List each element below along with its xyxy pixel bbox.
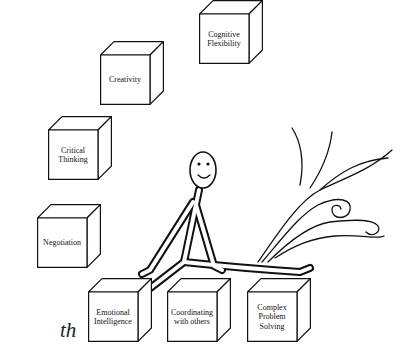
cube-front-face <box>248 292 297 341</box>
figure-eye <box>206 162 209 165</box>
cube-side-face <box>249 1 262 64</box>
skill-name: Complex Problem Solving <box>248 303 296 331</box>
cube-side-face <box>98 117 111 180</box>
figure-smile <box>198 175 210 178</box>
figure-leg <box>184 262 310 272</box>
swirl-line <box>310 132 332 188</box>
cube-label-area: Emotional Intelligence <box>89 293 137 341</box>
cube-label-area: Creativity <box>101 56 149 104</box>
skill-cube: Creativity <box>100 41 164 105</box>
skill-name: Negotiation <box>43 238 81 247</box>
cube-side-face <box>138 279 151 342</box>
skill-cube: Cognitive Flexibility <box>199 0 263 64</box>
skill-name: Coordinating with others <box>168 308 216 326</box>
cube-side-face <box>150 42 163 105</box>
cube-side-face <box>297 279 310 342</box>
cube-front-face <box>101 55 150 104</box>
swirl-line <box>268 220 379 262</box>
skill-name: Creativity <box>109 75 141 84</box>
skill-name: Cognitive Flexibility <box>200 30 248 48</box>
cube-label-area: Critical Thinking <box>49 131 97 179</box>
cube-label-area: Cognitive Flexibility <box>200 15 248 63</box>
skill-cube: Coordinating with others <box>167 278 231 342</box>
cube-label-area: Negotiation <box>38 219 86 267</box>
skill-name: Critical Thinking <box>49 146 97 164</box>
figure-arm <box>196 205 222 270</box>
swirl-line <box>275 236 384 258</box>
cropped-caption-text: th <box>60 318 76 343</box>
figure-leg <box>184 262 310 272</box>
cube-front-face <box>38 218 87 267</box>
cube-front-face <box>168 292 217 341</box>
figure-core <box>128 190 310 300</box>
figure-eye <box>197 162 200 165</box>
swirl-flourish <box>258 128 392 262</box>
cube-side-face <box>87 205 100 268</box>
cube-front-face <box>200 14 249 63</box>
skill-cube: Critical Thinking <box>48 116 112 180</box>
skill-cube: Negotiation <box>37 204 101 268</box>
cube-front-face <box>49 130 98 179</box>
figure-outline <box>128 190 310 300</box>
cube-outline <box>37 204 101 268</box>
cube-label-area: Complex Problem Solving <box>248 293 296 341</box>
cube-outline <box>100 41 164 105</box>
skill-cube: Emotional Intelligence <box>88 278 152 342</box>
swirl-line <box>292 128 302 185</box>
swirl-line <box>258 150 392 262</box>
skill-cube: Complex Problem Solving <box>247 278 311 342</box>
skill-name: Emotional Intelligence <box>89 308 137 326</box>
cube-front-face <box>89 292 138 341</box>
cube-label-area: Coordinating with others <box>168 293 216 341</box>
figure-head <box>190 152 216 188</box>
cube-side-face <box>217 279 230 342</box>
swirl-line <box>320 158 388 190</box>
